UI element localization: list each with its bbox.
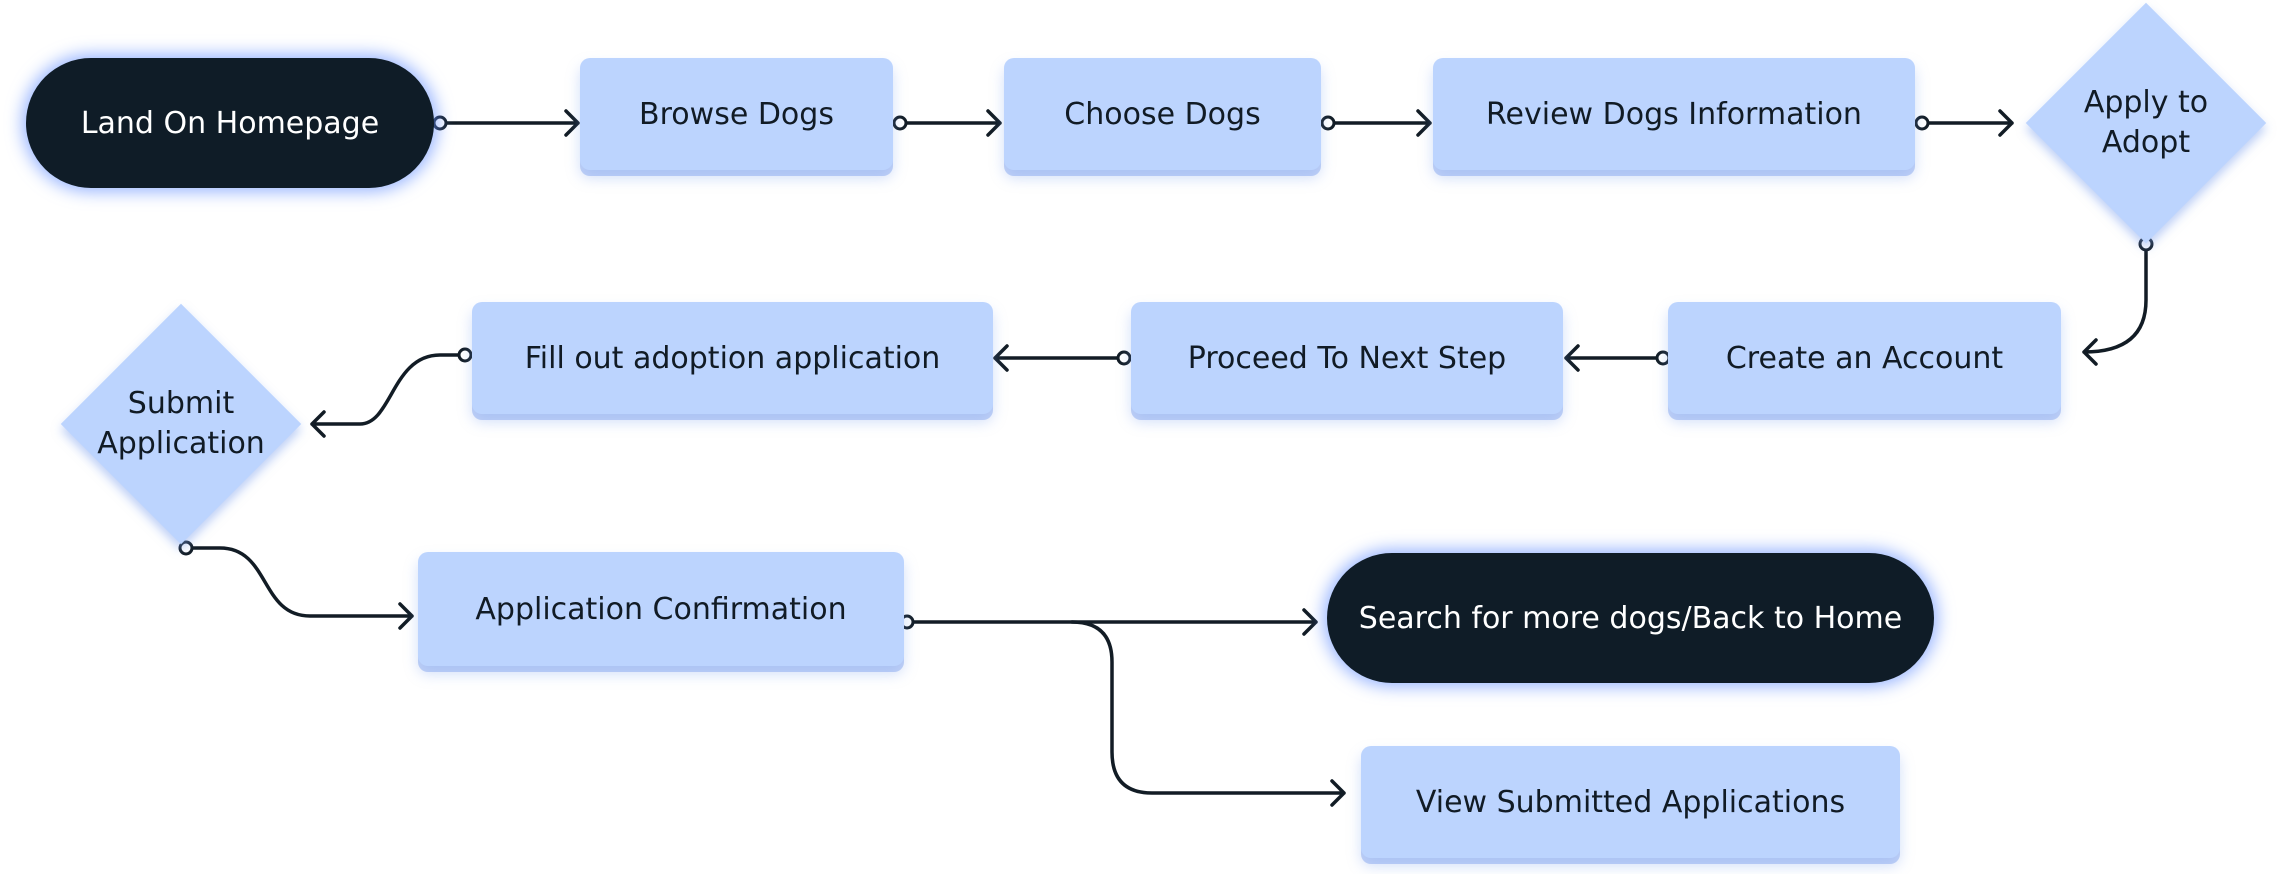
node-browse-dogs[interactable]: Browse Dogs [580,58,893,170]
edge-confirmation-to-view-submitted [1070,620,1346,807]
edge-submit-to-confirmation [184,546,414,630]
node-land-on-homepage[interactable]: Land On Homepage [26,58,434,188]
node-review-dogs-information[interactable]: Review Dogs Information [1433,58,1915,170]
edge-choose-to-review-start-dot [1320,115,1336,131]
node-application-confirmation-label: Application Confirmation [475,591,847,627]
node-search-more-dogs-back-home[interactable]: Search for more dogs/Back to Home [1327,553,1934,683]
edge-fill-application-to-submit [310,353,467,438]
node-choose-dogs-label: Choose Dogs [1064,96,1261,132]
node-view-submitted-applications-label: View Submitted Applications [1415,784,1846,820]
edge-proceed-to-fill-application-start-dot [1116,350,1132,366]
node-apply-to-adopt[interactable]: Apply to Adopt [2024,2,2268,244]
node-proceed-to-next-step-label: Proceed To Next Step [1187,340,1507,376]
node-submit-application-label: Submit Application [97,385,265,462]
node-apply-to-adopt-label: Apply to Adopt [2083,84,2209,161]
edge-fill-application-to-submit-start-dot [457,347,473,363]
node-application-confirmation[interactable]: Application Confirmation [418,552,904,666]
edge-create-account-to-proceed [1564,344,1665,372]
edge-review-to-apply-start-dot [1914,115,1930,131]
node-land-on-homepage-label: Land On Homepage [80,105,380,141]
node-create-an-account[interactable]: Create an Account [1668,302,2061,414]
edge-homepage-to-browse [438,109,580,137]
node-proceed-to-next-step[interactable]: Proceed To Next Step [1131,302,1563,414]
edge-apply-to-create-account [2082,242,2148,366]
edge-homepage-to-browse-start-dot [432,115,448,131]
edge-choose-to-review [1326,109,1432,137]
edge-review-to-apply [1920,109,2014,137]
edge-submit-to-confirmation-start-dot [178,540,194,556]
edge-confirmation-to-search-more [905,608,1318,636]
node-search-more-dogs-back-home-label: Search for more dogs/Back to Home [1358,600,1903,636]
node-fill-out-adoption-application[interactable]: Fill out adoption application [472,302,993,414]
edge-browse-to-choose [898,109,1002,137]
edge-proceed-to-fill-application [993,344,1126,372]
node-choose-dogs[interactable]: Choose Dogs [1004,58,1321,170]
node-review-dogs-information-label: Review Dogs Information [1486,96,1862,132]
edge-browse-to-choose-start-dot [892,115,908,131]
node-view-submitted-applications[interactable]: View Submitted Applications [1361,746,1900,858]
node-fill-out-adoption-application-label: Fill out adoption application [524,340,941,376]
node-browse-dogs-label: Browse Dogs [639,96,834,132]
node-create-an-account-label: Create an Account [1725,340,2004,376]
node-submit-application[interactable]: Submit Application [58,303,304,545]
